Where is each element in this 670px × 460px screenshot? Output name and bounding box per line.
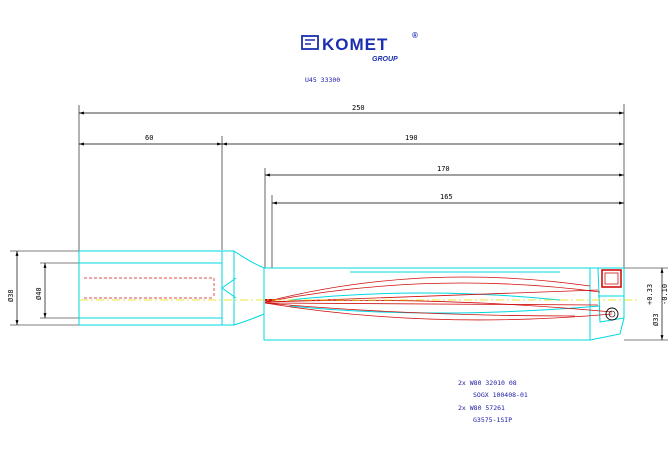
extension-lines — [10, 104, 668, 341]
dim-165: 165 — [440, 193, 453, 201]
note-4: G3575-1SIP — [473, 416, 512, 424]
logo-emblem-icon — [301, 35, 319, 50]
insert-notes: 2x W80 32010 08 SOGX 100408-01 2x W80 57… — [458, 379, 528, 424]
tool-outline — [78, 250, 625, 341]
inner-insert-icon — [605, 307, 619, 321]
dim-tol-upper: +0.33 — [646, 284, 654, 305]
dim-dia-33: Ø33 — [652, 313, 660, 326]
shank-body — [78, 250, 223, 326]
logo-group: GROUP — [372, 56, 398, 63]
shank-hidden-lines — [84, 277, 215, 299]
coolant-channels — [264, 276, 613, 321]
dimension-lines — [15, 111, 664, 340]
logo-name: KOMET — [322, 35, 388, 54]
note-1: 2x W80 32010 08 — [458, 379, 517, 387]
dim-body: 190 — [405, 134, 418, 142]
note-3: 2x W80 57261 — [458, 404, 505, 412]
part-number: U45 33300 — [305, 76, 340, 84]
dim-dia-40: Ø40 — [35, 287, 43, 300]
note-2: SOGX 100408-01 — [473, 391, 528, 399]
inserts — [601, 269, 622, 321]
body-bottom-edge — [264, 317, 625, 341]
outer-insert-icon — [601, 269, 622, 288]
dim-dia-38: Ø38 — [7, 289, 15, 302]
dim-170: 170 — [437, 165, 450, 173]
dim-shank: 60 — [145, 134, 153, 142]
dim-tol-lower: -0.10 — [661, 284, 669, 305]
dim-overall: 250 — [352, 104, 365, 112]
logo-registered-mark: ® — [412, 31, 418, 40]
komet-logo: KOMET ® GROUP — [301, 31, 418, 63]
